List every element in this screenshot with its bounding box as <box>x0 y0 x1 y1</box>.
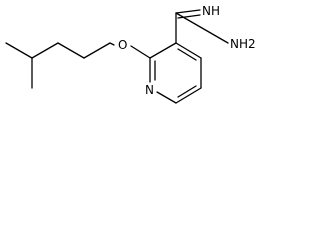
amine-label: NH2 <box>230 37 256 51</box>
bond-c5-c6 <box>175 87 202 104</box>
bond-c3-c4 <box>175 42 202 59</box>
bond-ch2c-oxygen <box>109 42 115 46</box>
bond-ch3a-ch <box>5 42 33 59</box>
bond-amidine-c-imine <box>175 9 201 14</box>
bond-c6-n1 <box>156 91 177 104</box>
bond-ch-ch2a <box>31 42 59 59</box>
bond-amidine-c-imine-double <box>177 14 201 19</box>
bond-c3-c4-inner <box>177 48 197 61</box>
bond-c5-c6-inner <box>177 85 197 98</box>
molecule-structure: O N NH NH2 <box>5 4 256 104</box>
bond-oxygen-c2 <box>130 45 151 59</box>
bond-ch2b-ch2c <box>83 42 111 59</box>
imine-label: NH <box>202 4 220 18</box>
bond-amidine-c-amine <box>175 12 229 44</box>
bond-ch2a-ch2b <box>57 42 85 59</box>
structure-canvas: O N NH NH2 <box>5 4 256 104</box>
bond-c2-c3 <box>149 42 177 59</box>
oxygen-label: O <box>118 38 127 52</box>
ring-nitrogen-label: N <box>145 83 154 97</box>
